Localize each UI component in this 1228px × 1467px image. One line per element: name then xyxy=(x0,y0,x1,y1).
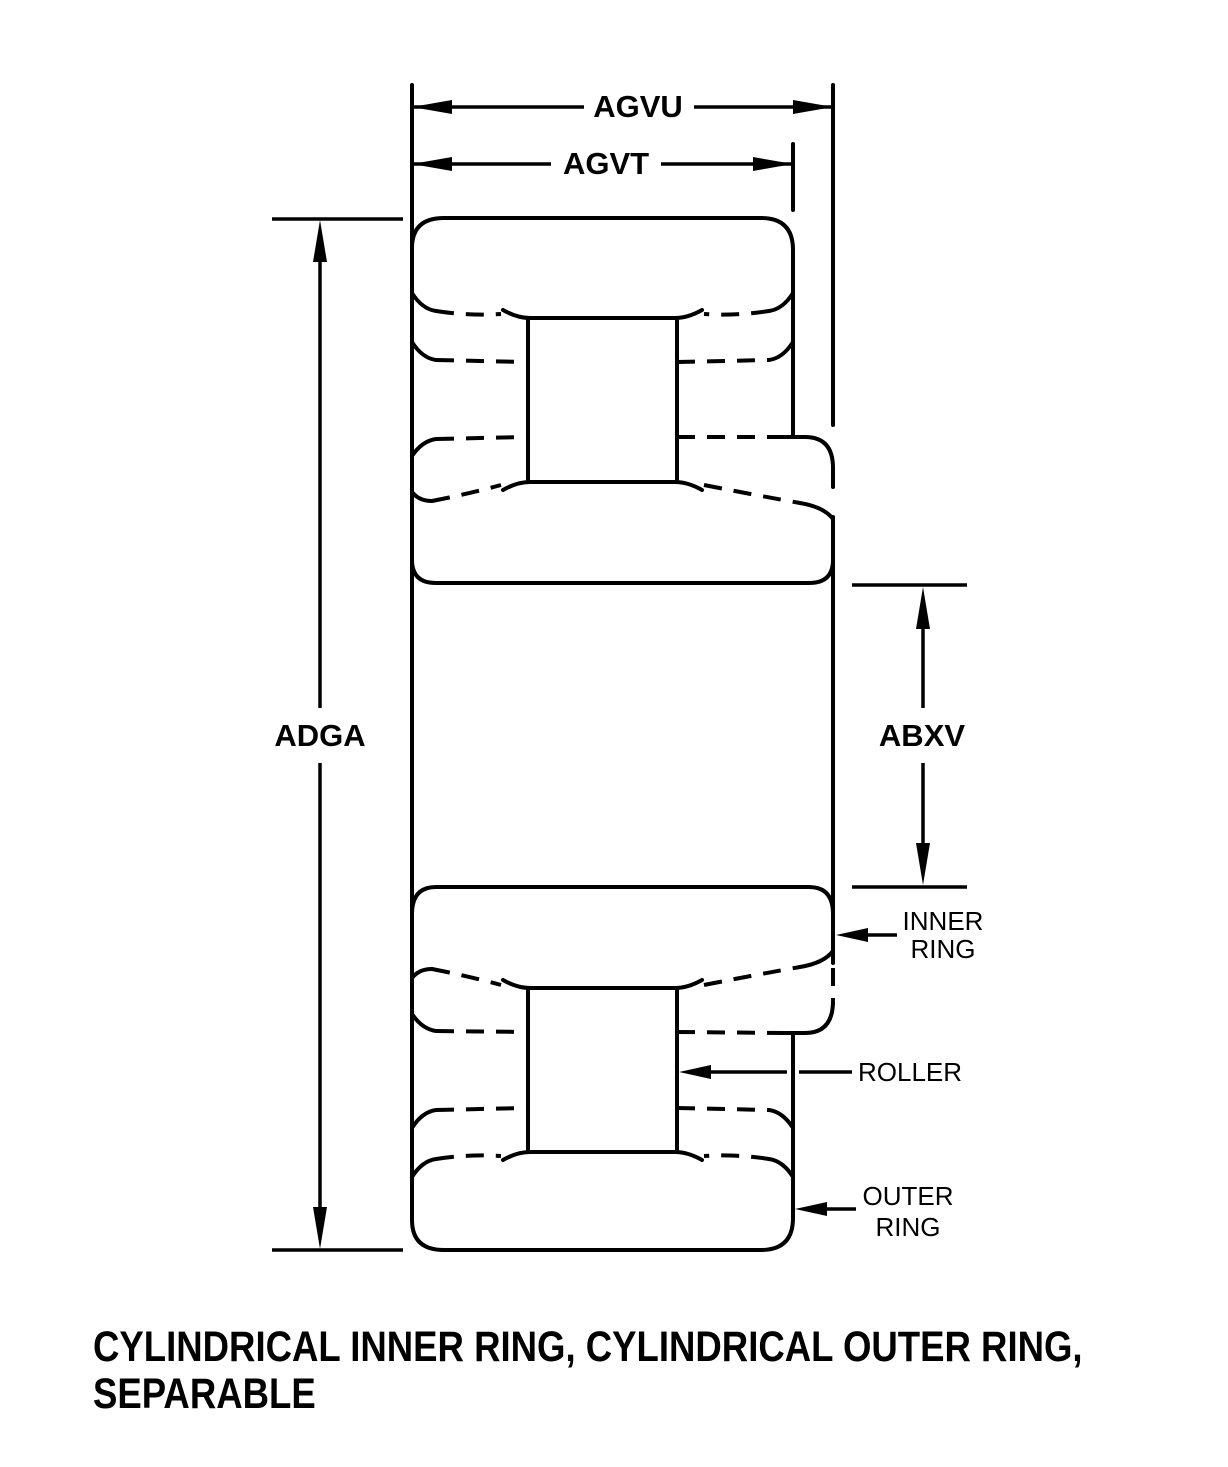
hidden-arc xyxy=(435,1029,527,1034)
abxv-arrow-down xyxy=(916,843,930,885)
top-roller-top-line xyxy=(501,308,704,320)
inner-ring-bottom-right-corner xyxy=(784,999,835,1035)
bearing-outline xyxy=(410,83,835,1252)
hidden-arc xyxy=(435,309,502,317)
hidden-arc xyxy=(431,483,502,503)
outer-ring-label-line1: OUTER xyxy=(863,1181,954,1211)
raceway-hook xyxy=(410,490,434,503)
hidden-arc xyxy=(703,965,801,987)
roller-label: ROLLER xyxy=(858,1057,962,1087)
raceway-hook xyxy=(767,1108,795,1130)
inner-ring-arrow xyxy=(836,928,868,942)
agvu-label: AGVU xyxy=(593,89,683,124)
adga-arrow-up xyxy=(313,220,327,262)
top-roller-bottom-line xyxy=(501,480,704,492)
agvt-arrow-right xyxy=(753,157,793,171)
hidden-arc xyxy=(435,1106,527,1112)
hidden-arc xyxy=(435,1153,502,1161)
outer-ring-top-section xyxy=(410,216,795,439)
outer-ring-arrow xyxy=(795,1202,827,1216)
hidden-arc xyxy=(703,1153,770,1161)
hidden-arc xyxy=(431,967,502,987)
inner-ring-top-slab-bottom-edge xyxy=(410,558,835,585)
raceway-hook xyxy=(798,501,835,521)
inner-ring-top-right-corner xyxy=(784,435,835,489)
outer-ring-bottom-section xyxy=(410,1031,795,1252)
abxv-arrow-up xyxy=(916,587,930,629)
figure-caption-line2: SEPARABLE xyxy=(93,1370,316,1418)
raceway-hook xyxy=(410,967,434,980)
agvt-label: AGVT xyxy=(563,146,649,181)
hidden-arc xyxy=(703,483,801,505)
hidden-arc xyxy=(676,1030,787,1035)
figure-caption-line1: CYLINDRICAL INNER RING, CYLINDRICAL OUTE… xyxy=(93,1323,1083,1371)
raceway-hook xyxy=(410,1108,438,1130)
hidden-arc xyxy=(676,1106,770,1112)
outer-ring-label-line2: RING xyxy=(876,1212,941,1242)
bottom-roller-bottom-line xyxy=(501,1150,704,1162)
agvu-arrow-left xyxy=(412,100,452,114)
raceway-hook xyxy=(798,949,835,969)
raceway-hook xyxy=(767,291,795,313)
arrowheads xyxy=(313,100,930,1249)
inner-ring-label-line2: RING xyxy=(911,934,976,964)
raceway-hook xyxy=(767,1157,795,1179)
adga-label: ADGA xyxy=(274,718,365,753)
bottom-roller-top-line xyxy=(501,978,704,990)
hidden-arc xyxy=(435,435,527,441)
adga-arrow-down xyxy=(313,1207,327,1249)
hidden-raceway-lines xyxy=(431,309,835,1161)
raceway-hook xyxy=(410,437,438,458)
raceway-hook xyxy=(410,340,438,362)
raceway-hook xyxy=(767,340,795,362)
abxv-label: ABXV xyxy=(879,718,965,753)
inner-ring-label-line1: INNER xyxy=(903,906,984,936)
roller-arrow xyxy=(679,1065,711,1079)
hidden-arc xyxy=(676,358,770,364)
raceway-hook xyxy=(410,1012,438,1033)
raceway-hook xyxy=(410,1157,438,1179)
hidden-arc xyxy=(435,358,527,364)
agvu-arrow-right xyxy=(793,100,833,114)
hidden-arc xyxy=(703,309,770,317)
raceway-hook xyxy=(410,291,438,313)
inner-ring-bottom-slab-top-edge xyxy=(410,885,835,916)
figure-caption: CYLINDRICAL INNER RING, CYLINDRICAL OUTE… xyxy=(93,1324,1083,1418)
agvt-arrow-left xyxy=(412,157,452,171)
